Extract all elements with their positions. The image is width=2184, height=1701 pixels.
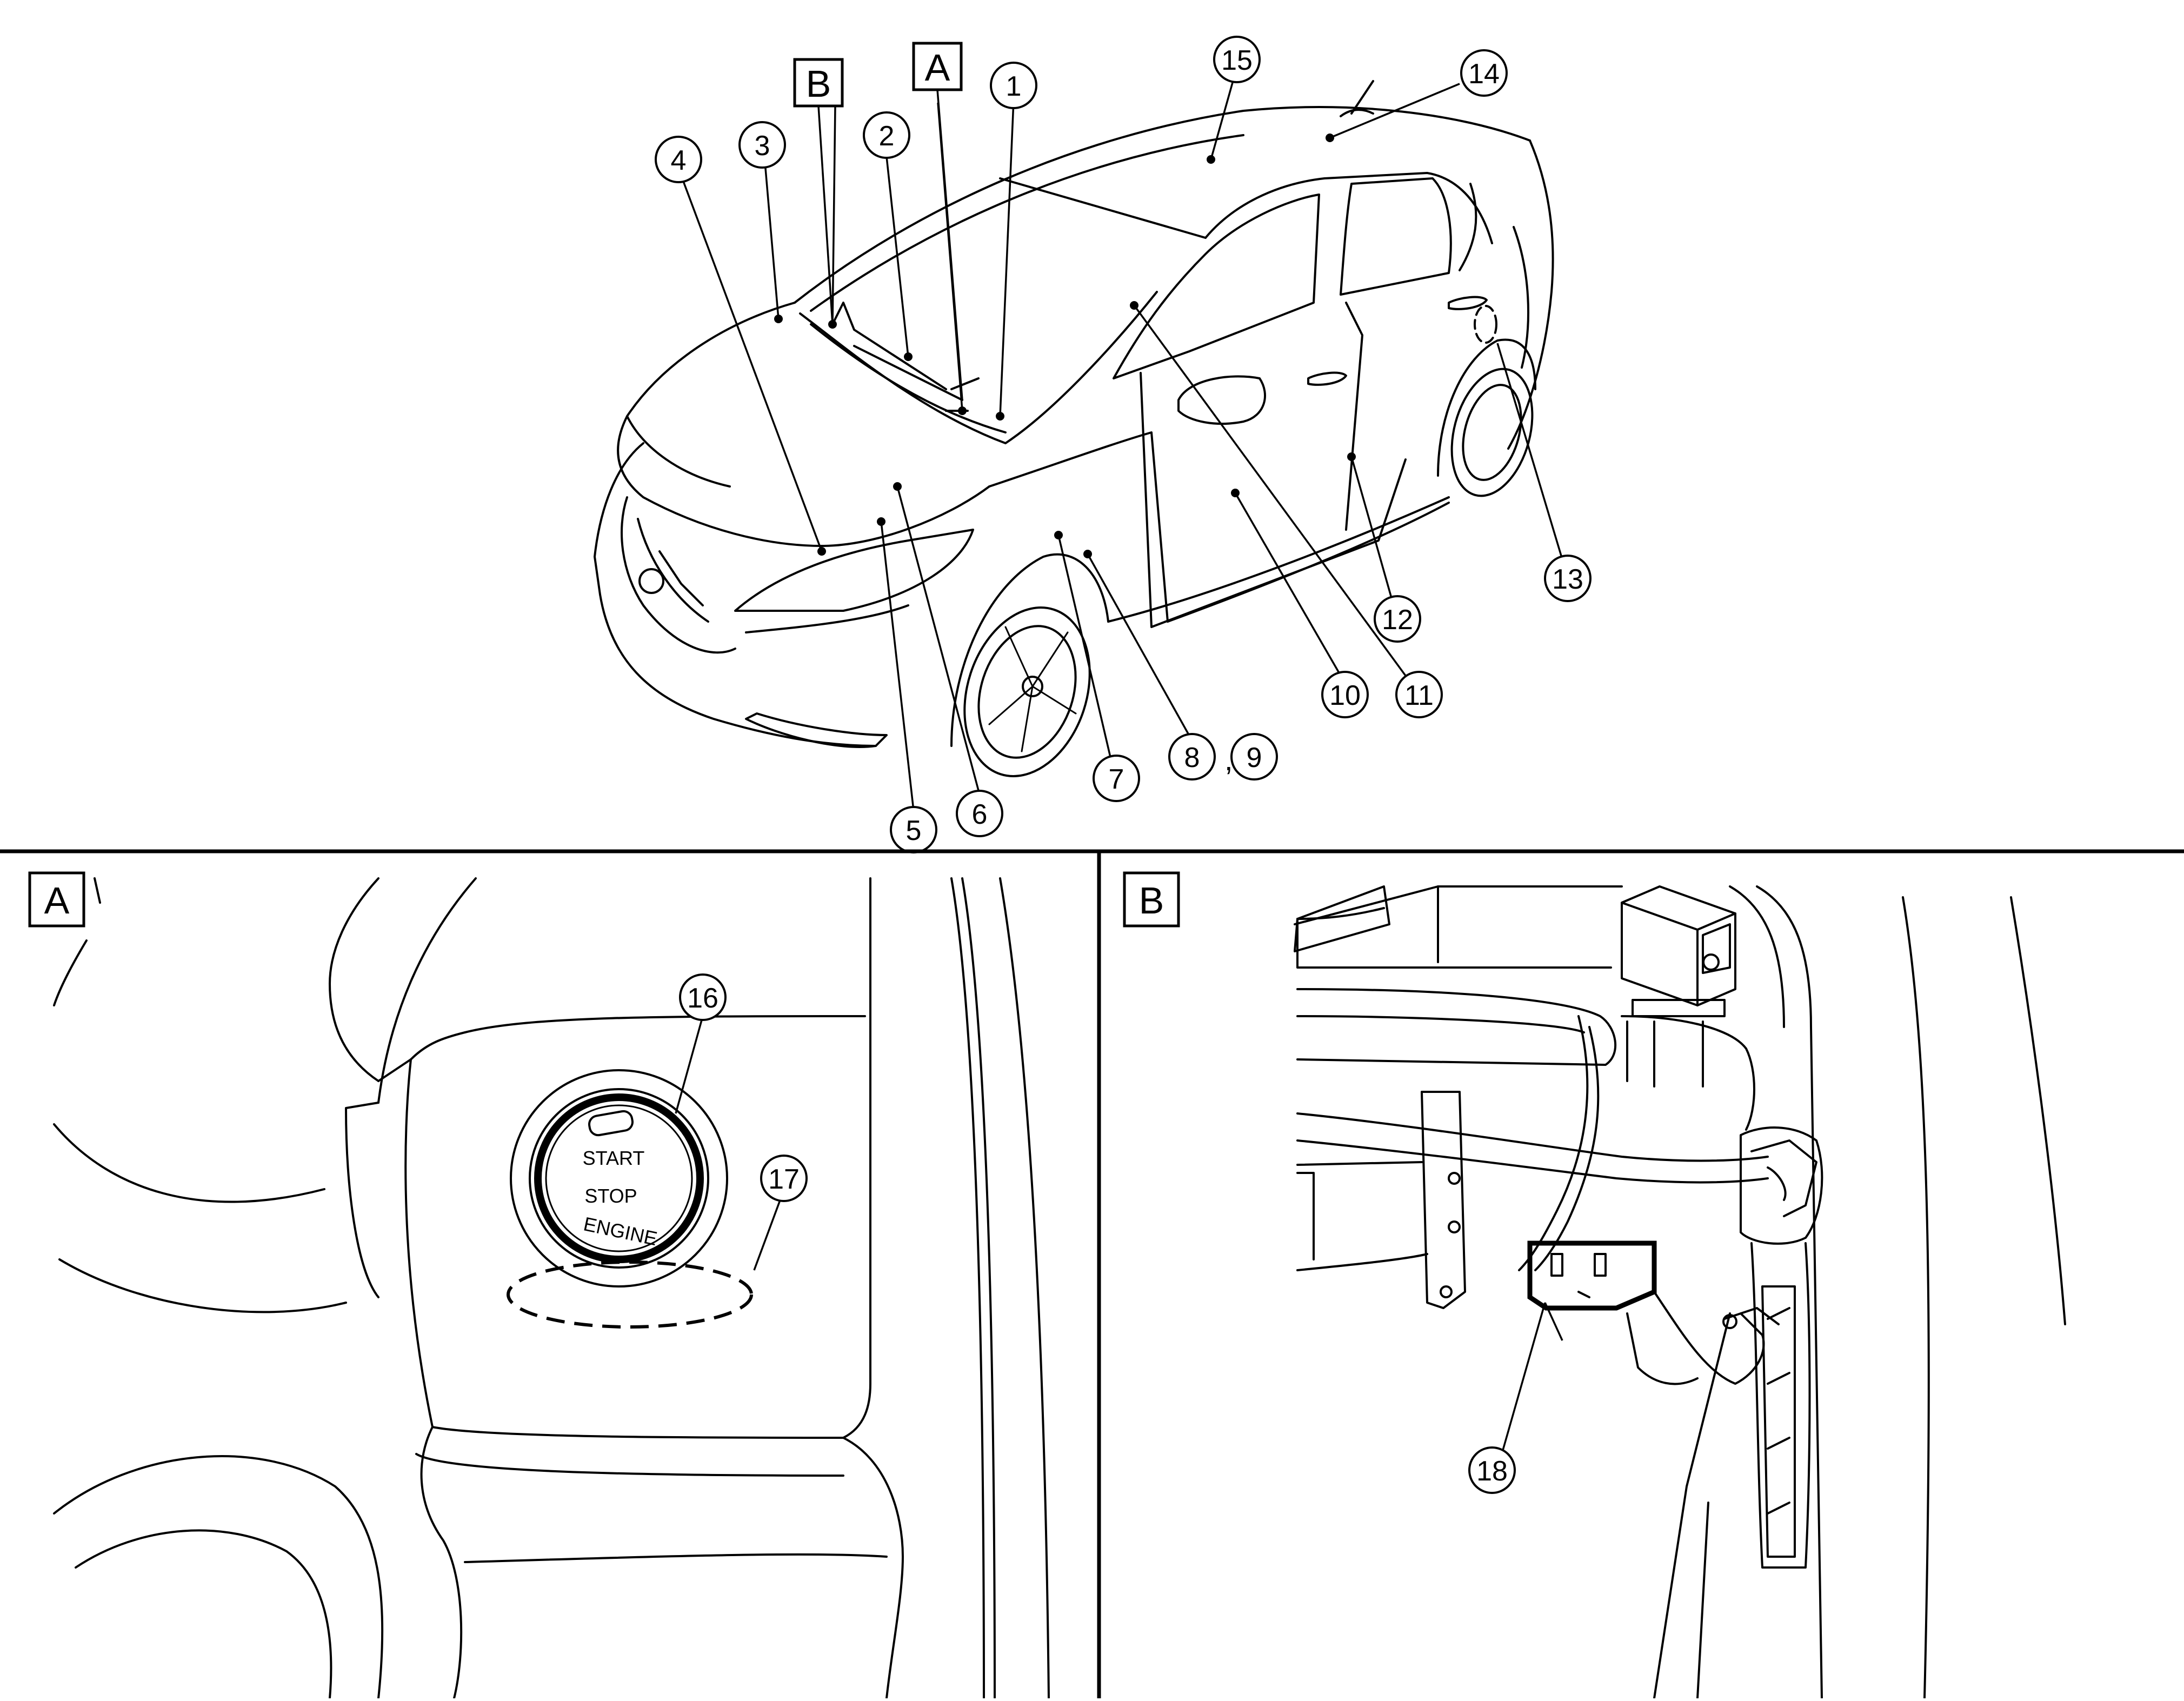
callout-17: 17 [760,1155,808,1202]
svg-text:1: 1 [1006,71,1022,102]
detail-b-label: B [1123,871,1180,928]
svg-text:11: 11 [1404,680,1434,711]
callout-2: 2 [863,111,910,159]
svg-text:16: 16 [687,983,718,1014]
leader-lines [681,72,1563,811]
svg-text:3: 3 [755,130,770,162]
view-ref-a: A [912,42,963,91]
push-button-ring [534,1093,704,1263]
callout-8: 8 [1168,733,1216,781]
car-outline [594,80,1554,777]
callout-13: 13 [1544,555,1592,602]
svg-text:12: 12 [1382,604,1413,636]
callout-18: 18 [1468,1446,1516,1494]
callout-12: 12 [1374,595,1421,643]
svg-text:2: 2 [879,121,895,152]
svg-text:10: 10 [1329,680,1361,711]
view-ref-b: B [793,58,844,108]
svg-text:A: A [44,879,70,922]
svg-text:8: 8 [1184,742,1200,773]
svg-text:4: 4 [671,145,687,176]
callout-15: 15 [1213,36,1261,83]
antenna-area-outline [507,1260,753,1329]
svg-text:17: 17 [768,1164,800,1195]
svg-text:5: 5 [906,815,922,846]
push-button-bezel [510,1069,728,1288]
svg-text:15: 15 [1221,45,1253,76]
svg-text:7: 7 [1109,764,1124,795]
button-text-start: START [583,1147,645,1169]
detail-a-label: A [28,871,85,928]
svg-text:A: A [925,46,950,89]
callout-6: 6 [956,790,1003,837]
detail-b-panel: B [1123,871,2066,1699]
control-unit-module [1527,1240,1657,1311]
svg-text:14: 14 [1468,58,1500,90]
detail-a-panel: A START STOP ENGINE [28,871,1050,1699]
svg-text:18: 18 [1476,1456,1508,1487]
callout-9: 9 [1230,733,1278,781]
callout-1: 1 [990,62,1037,109]
callout-14: 14 [1460,49,1508,97]
callout-4: 4 [655,136,702,183]
callout-11: 11 [1395,671,1443,718]
callout-7: 7 [1093,755,1140,802]
svg-text:13: 13 [1552,564,1583,595]
callout-3: 3 [738,121,786,169]
button-indicator-icon [588,1110,634,1137]
svg-text:B: B [806,63,831,105]
button-text-stop: STOP [584,1185,637,1207]
callout-separator: , [1224,743,1233,777]
svg-text:9: 9 [1247,742,1262,773]
button-text-engine: ENGINE [582,1212,660,1250]
callout-16: 16 [679,973,727,1021]
callout-5: 5 [890,806,937,853]
svg-text:6: 6 [972,799,988,830]
callout-10: 10 [1321,671,1369,718]
svg-text:B: B [1139,879,1164,922]
